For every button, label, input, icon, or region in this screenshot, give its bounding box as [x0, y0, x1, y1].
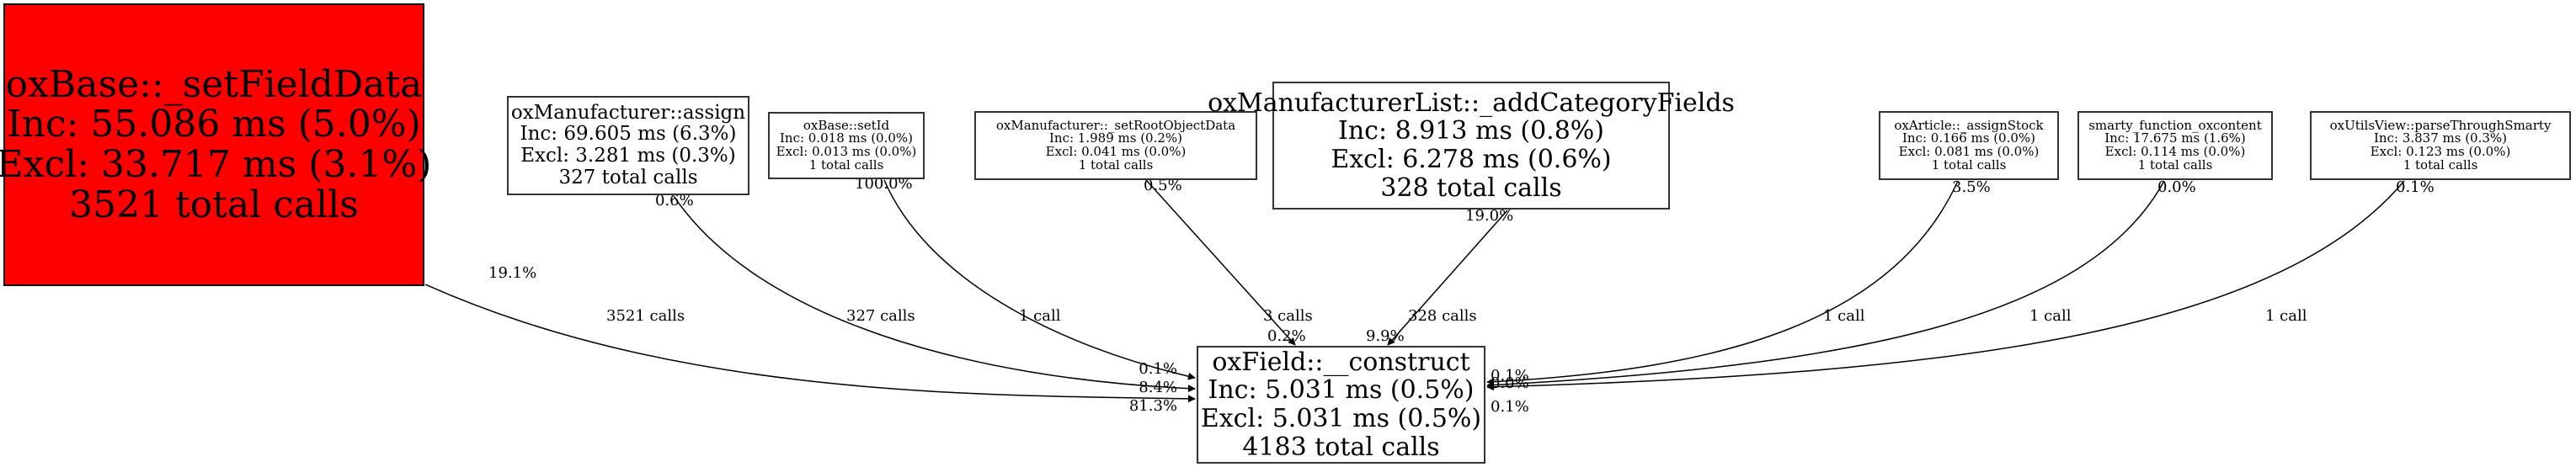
- node-total-calls: 1 total calls: [2137, 157, 2213, 172]
- call-edge-assign[interactable]: [673, 195, 1196, 393]
- node-oxmanufacturerlist-addcategoryfields[interactable]: oxManufacturerList::_addCategoryFields I…: [1208, 82, 1735, 210]
- edge-call-count-label: 327 calls: [846, 307, 915, 325]
- edge-call-count-label: 1 call: [2265, 307, 2307, 325]
- node-oxbase-setid[interactable]: oxBase::setId Inc: 0.018 ms (0.0%) Excl:…: [768, 112, 925, 179]
- edge-caller-percent-label: 0.0%: [2157, 178, 2196, 196]
- node-inclusive-time: Inc: 3.837 ms (0.3%): [2373, 130, 2508, 146]
- node-oxfield-construct[interactable]: oxField::__construct Inc: 5.031 ms (0.5%…: [1197, 346, 1485, 464]
- edge-caller-percent-label: 19.1%: [488, 264, 536, 282]
- node-inclusive-time: Inc: 5.031 ms (0.5%): [1208, 375, 1475, 406]
- call-edge-addCat[interactable]: [1387, 210, 1508, 346]
- edge-callee-percent-label: 81.3%: [1129, 397, 1177, 415]
- node-total-calls: 3521 total calls: [69, 183, 359, 226]
- node-exclusive-time: Excl: 0.013 ms (0.0%): [776, 144, 917, 159]
- node-inclusive-time: Inc: 69.605 ms (6.3%): [520, 123, 737, 146]
- call-edge-setId[interactable]: [883, 179, 1196, 380]
- edge-caller-percent-label: 0.1%: [2396, 178, 2435, 196]
- call-edge-setRoot[interactable]: [1146, 180, 1296, 346]
- edge-callee-percent-label: 9.9%: [1366, 327, 1405, 345]
- edge-call-count-label: 1 call: [1823, 307, 1865, 325]
- node-name: oxBase::_setFieldData: [5, 62, 423, 106]
- node-exclusive-time: Excl: 3.281 ms (0.3%): [520, 145, 736, 167]
- node-name: oxBase::setId: [803, 117, 890, 133]
- edge-call-count-label: 328 calls: [1408, 307, 1477, 325]
- node-total-calls: 328 total calls: [1380, 172, 1562, 203]
- edge-call-count-label: 1 call: [1019, 307, 1061, 325]
- node-inclusive-time: Inc: 17.675 ms (1.6%): [2104, 130, 2246, 146]
- node-exclusive-time: Excl: 6.278 ms (0.6%): [1331, 145, 1612, 174]
- node-total-calls: 327 total calls: [558, 166, 698, 188]
- node-total-calls: 1 total calls: [1078, 157, 1154, 172]
- edge-caller-percent-label: 19.0%: [1465, 207, 1513, 225]
- edge-caller-percent-label: 3.5%: [1952, 178, 1991, 196]
- call-edge-smarty[interactable]: [1486, 180, 2165, 390]
- node-exclusive-time: Excl: 5.031 ms (0.5%): [1200, 404, 1482, 433]
- edge-call-count-label: 1 call: [2029, 307, 2072, 325]
- node-total-calls: 1 total calls: [808, 157, 884, 172]
- node-oxarticle-assignstock[interactable]: oxArticle::_assignStock Inc: 0.166 ms (0…: [1879, 111, 2059, 180]
- edge-callee-percent-label: 0.1%: [1139, 360, 1177, 378]
- edge-callee-percent-label: 0.1%: [1491, 367, 1529, 385]
- node-inclusive-time: Inc: 0.166 ms (0.0%): [1901, 130, 2036, 146]
- node-exclusive-time: Excl: 0.081 ms (0.0%): [1898, 144, 2040, 159]
- node-name: oxUtilsView::parseThroughSmarty: [2329, 117, 2552, 133]
- node-exclusive-time: Excl: 33.717 ms (3.1%): [0, 143, 432, 186]
- node-total-calls: 1 total calls: [2403, 157, 2478, 172]
- edge-caller-percent-label: 100.0%: [855, 175, 913, 193]
- call-edge-setFieldData[interactable]: [424, 284, 1196, 403]
- edge-call-count-label: 3521 calls: [606, 307, 685, 325]
- node-oxmanufacturer-setrootobjectdata[interactable]: oxManufacturer::_setRootObjectData Inc: …: [974, 111, 1257, 180]
- node-oxmanufacturer-assign[interactable]: oxManufacturer::assign Inc: 69.605 ms (6…: [507, 96, 749, 195]
- node-inclusive-time: Inc: 55.086 ms (5.0%): [7, 103, 421, 146]
- call-edge-parseSmarty[interactable]: [1486, 180, 2405, 391]
- node-exclusive-time: Excl: 0.041 ms (0.0%): [1045, 144, 1187, 159]
- node-inclusive-time: Inc: 0.018 ms (0.0%): [779, 130, 914, 146]
- edge-callee-percent-label: 8.4%: [1139, 379, 1177, 396]
- node-exclusive-time: Excl: 0.114 ms (0.0%): [2104, 144, 2246, 159]
- edge-caller-percent-label: 0.6%: [655, 192, 694, 210]
- edge-callee-percent-label: 0.2%: [1267, 327, 1306, 345]
- node-total-calls: 1 total calls: [1931, 157, 2007, 172]
- edge-caller-percent-label: 0.5%: [1144, 177, 1182, 194]
- node-total-calls: 4183 total calls: [1242, 432, 1440, 462]
- call-edge-assignStock[interactable]: [1486, 180, 1959, 386]
- edge-call-count-label: 3 calls: [1263, 307, 1313, 325]
- node-inclusive-time: Inc: 1.989 ms (0.2%): [1048, 130, 1183, 146]
- node-oxbase-setfielddata[interactable]: oxBase::_setFieldData Inc: 55.086 ms (5.…: [0, 3, 431, 286]
- node-oxutilsview-parsethroughsmarty[interactable]: oxUtilsView::parseThroughSmarty Inc: 3.8…: [2310, 111, 2571, 180]
- edge-callee-percent-label: 0.1%: [1491, 398, 1529, 416]
- node-name: oxField::__construct: [1212, 347, 1470, 377]
- node-name: oxManufacturerList::_addCategoryFields: [1208, 88, 1735, 118]
- node-exclusive-time: Excl: 0.123 ms (0.0%): [2370, 144, 2511, 159]
- node-name: oxManufacturer::_setRootObjectData: [995, 117, 1236, 133]
- node-name: smarty_function_oxcontent: [2088, 117, 2262, 133]
- edge-callee-percent-label: 0.0%: [1491, 374, 1529, 392]
- node-name: oxArticle::_assignStock: [1894, 117, 2044, 133]
- node-name: oxManufacturer::assign: [510, 101, 746, 124]
- node-inclusive-time: Inc: 8.913 ms (0.8%): [1337, 116, 1605, 146]
- node-smarty-function-oxcontent[interactable]: smarty_function_oxcontent Inc: 17.675 ms…: [2077, 111, 2273, 180]
